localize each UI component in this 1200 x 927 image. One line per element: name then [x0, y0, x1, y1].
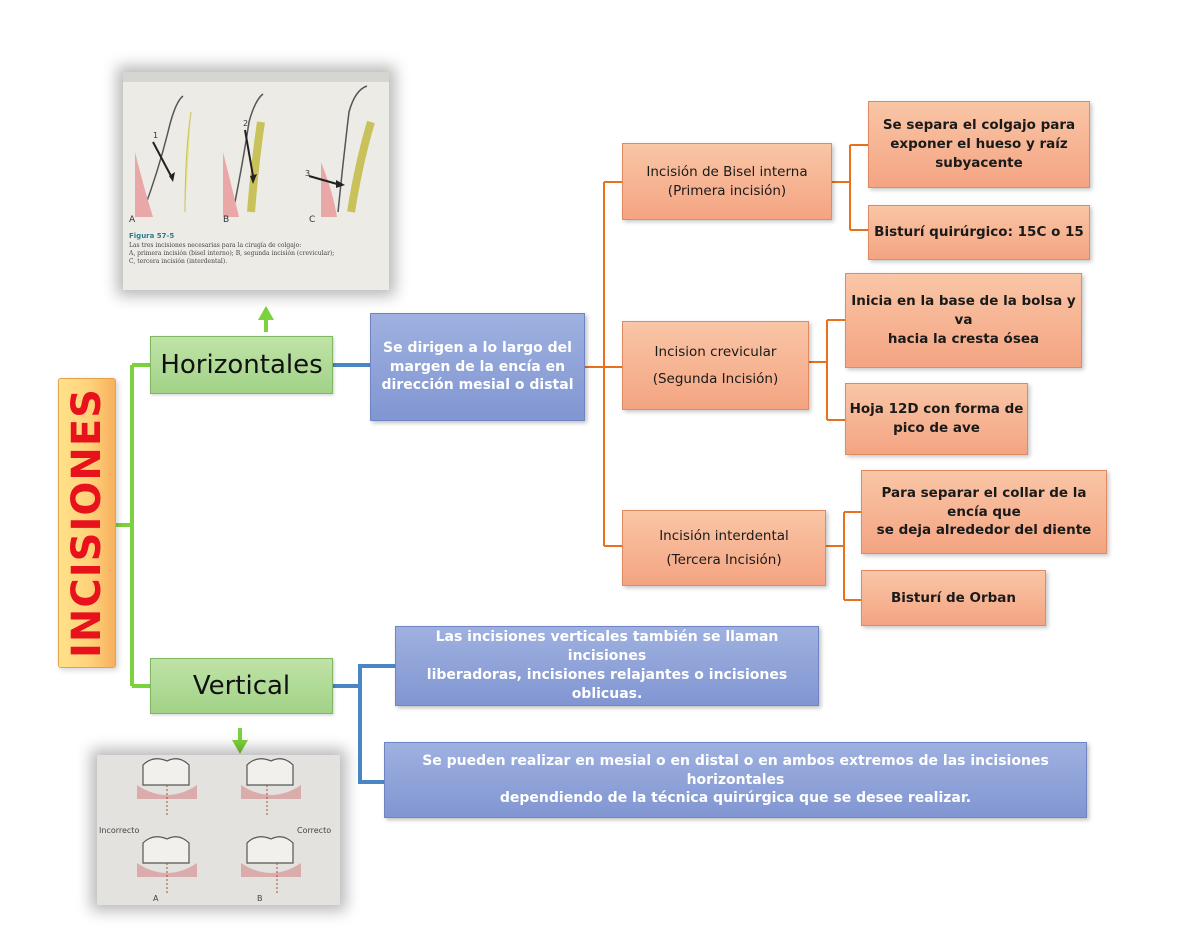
connector-inc3-details	[826, 511, 861, 601]
branch-horizontales: Horizontales	[150, 336, 333, 394]
diagram-title: INCISIONES	[64, 388, 110, 658]
vertical-incision-illustration: Incorrecto Correcto A B	[99, 758, 331, 903]
vertical-note-ubicacion: Se pueden realizar en mesial o en distal…	[384, 742, 1087, 818]
detail-colgajo: Se separa el colgajo para exponer el hue…	[868, 101, 1090, 188]
vertical-note-liberadoras: Las incisiones verticales también se lla…	[395, 626, 819, 706]
svg-text:3: 3	[305, 169, 310, 178]
connector-inc1-details	[832, 144, 868, 231]
detail-base-bolsa: Inicia en la base de la bolsa y va hacia…	[845, 273, 1082, 368]
detail-collar-encia: Para separar el collar de la encía que s…	[861, 470, 1107, 554]
incision-bisel-interna: Incisión de Bisel interna (Primera incis…	[622, 143, 832, 220]
horizontal-description: Se dirigen a lo largo del margen de la e…	[370, 313, 585, 421]
svg-text:C: C	[309, 215, 315, 225]
svg-text:A: A	[153, 894, 159, 903]
incision-crevicular: Incision crevicular (Segunda Incisión)	[622, 321, 809, 410]
incision-interdental: Incisión interdental (Tercera Incisión)	[622, 510, 826, 586]
svg-text:B: B	[257, 894, 263, 903]
svg-text:2: 2	[243, 119, 248, 128]
connector-vert-spine	[333, 664, 395, 784]
title-node: INCISIONES	[58, 378, 116, 668]
connector-inc2-details	[809, 319, 845, 421]
detail-bisturi-15c: Bisturí quirúrgico: 15C o 15	[868, 205, 1090, 260]
branch-vertical: Vertical	[150, 658, 333, 714]
photo-vertical-incisions: Incorrecto Correcto A B	[97, 755, 340, 905]
svg-text:A: A	[129, 215, 136, 225]
tooth-incision-illustration: A B C 1 2 3 Figura 57-5	[123, 72, 389, 240]
arrow-up-icon	[258, 306, 274, 320]
detail-hoja-12d: Hoja 12D con forma de pico de ave	[845, 383, 1028, 455]
svg-text:Incorrecto: Incorrecto	[99, 826, 139, 835]
svg-text:Correcto: Correcto	[297, 826, 331, 835]
photo-three-incisions: A B C 1 2 3 Figura 57-5 Las tres incisio…	[123, 72, 389, 290]
svg-text:Figura 57-5: Figura 57-5	[129, 232, 174, 240]
arrow-down-icon	[232, 740, 248, 754]
photo-top-caption: Las tres incisiones necesarias para la c…	[129, 242, 335, 266]
detail-bisturi-orban: Bisturí de Orban	[861, 570, 1046, 626]
svg-text:B: B	[223, 215, 229, 225]
svg-text:1: 1	[153, 131, 158, 140]
